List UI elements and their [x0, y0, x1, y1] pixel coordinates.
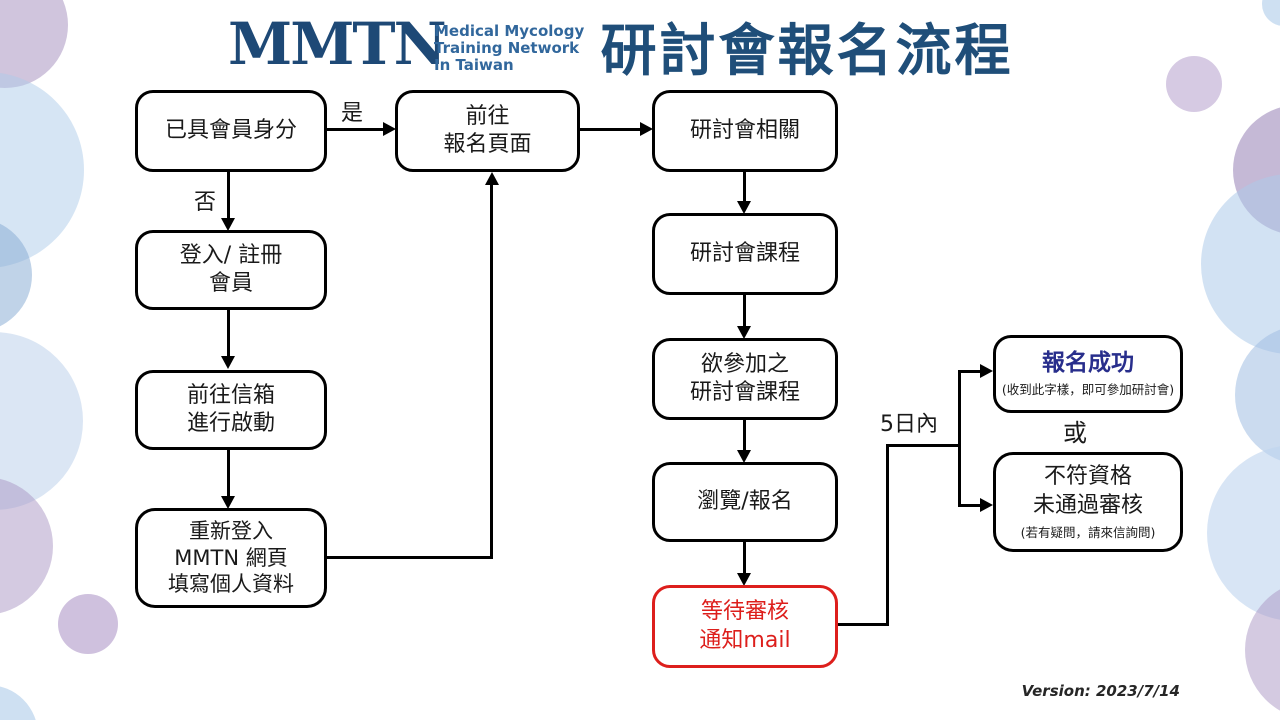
node-goto-mailbox: 前往信箱 進行啟動 — [135, 370, 327, 450]
node-label: 登入/ 註冊 會員 — [179, 242, 283, 296]
decorative-circle — [1235, 325, 1280, 465]
edge-mailbox-to-relogin — [227, 450, 230, 497]
node-label: 已具會員身分 — [164, 117, 297, 143]
decorative-circle — [1207, 445, 1280, 621]
node-label: 瀏覽/報名 — [697, 488, 793, 514]
node-label: 等待審核 通知mail — [699, 599, 791, 653]
node-label: 重新登入 MMTN 網頁 填寫個人資料 — [168, 518, 294, 597]
arrowhead-right — [980, 498, 993, 512]
edge-related-to-course — [743, 172, 746, 202]
node-success-note: (收到此字樣，即可參加研討會) — [1001, 382, 1175, 398]
node-success: 報名成功 (收到此字樣，即可參加研討會) — [993, 335, 1183, 413]
arrowhead-up — [485, 172, 499, 185]
edge-browse-to-wait — [743, 542, 746, 574]
edge-desired-to-browse — [743, 420, 746, 451]
arrowhead-down — [737, 573, 751, 586]
node-rejected: 不符資格 未通過審核 (若有疑問，請來信詢問) — [993, 452, 1183, 552]
edge-label-within-days: 5日內 — [880, 412, 938, 437]
arrowhead-down — [737, 201, 751, 214]
node-label: 前往信箱 進行啟動 — [186, 382, 275, 436]
mmtn-logo-subtitle: Medical Mycology Training Network In Tai… — [434, 22, 585, 74]
node-label: 研討會課程 — [689, 240, 800, 266]
arrowhead-down — [737, 450, 751, 463]
edge-relogin-to-registration-v — [490, 184, 493, 559]
edge-member-to-registration — [327, 128, 384, 131]
decorative-circle — [0, 332, 83, 510]
node-member-check: 已具會員身分 — [135, 90, 327, 172]
decorative-circle — [1233, 105, 1280, 235]
edge-wait-out-h — [838, 623, 889, 626]
edge-login-to-mailbox — [227, 310, 230, 357]
node-wait-review: 等待審核 通知mail — [652, 585, 838, 668]
decorative-circle — [0, 72, 84, 268]
decorative-circle — [0, 0, 68, 88]
arrowhead-down — [221, 356, 235, 369]
edge-label-or: 或 — [1063, 419, 1087, 447]
decorative-circle — [1166, 56, 1222, 112]
decorative-circle — [58, 594, 118, 654]
edge-to-rejected — [958, 504, 981, 507]
node-seminar-course: 研討會課程 — [652, 213, 838, 295]
node-browse-register: 瀏覽/報名 — [652, 462, 838, 542]
edge-label-no: 否 — [194, 190, 217, 215]
edge-member-to-login — [227, 172, 230, 219]
node-login-register: 登入/ 註冊 會員 — [135, 230, 327, 310]
arrowhead-down — [221, 496, 235, 509]
node-desired-course: 欲參加之 研討會課程 — [652, 338, 838, 420]
node-success-title: 報名成功 — [1042, 349, 1134, 376]
decorative-circle — [1262, 0, 1280, 26]
node-label: 研討會相關 — [689, 117, 800, 143]
edge-wait-up-v — [886, 445, 889, 626]
decorative-circle — [0, 218, 32, 332]
arrowhead-right — [640, 122, 653, 136]
decorative-circle — [1201, 174, 1280, 354]
edge-course-to-desired — [743, 295, 746, 327]
node-seminar-related: 研討會相關 — [652, 90, 838, 172]
node-rejected-note: (若有疑問，請來信詢問) — [1020, 524, 1156, 540]
edge-split-h — [886, 444, 961, 447]
node-goto-registration: 前往 報名頁面 — [395, 90, 580, 172]
arrowhead-right — [383, 122, 396, 136]
edge-to-success — [958, 370, 981, 373]
decorative-circle — [0, 685, 38, 720]
node-relogin: 重新登入 MMTN 網頁 填寫個人資料 — [135, 508, 327, 608]
page-title: 研討會報名流程 — [600, 19, 1014, 84]
edge-registration-to-related — [580, 128, 641, 131]
decorative-circle — [0, 477, 53, 615]
arrowhead-down — [221, 218, 235, 231]
version-label: Version: 2023/7/14 — [1021, 682, 1180, 700]
edge-split-v — [958, 370, 961, 507]
edge-relogin-to-registration-h — [327, 556, 493, 559]
node-label: 不符資格 未通過審核 — [1032, 464, 1143, 518]
decorative-circle — [1245, 580, 1280, 720]
arrowhead-right — [980, 364, 993, 378]
mmtn-logo: MMTN — [228, 10, 447, 78]
arrowhead-down — [737, 326, 751, 339]
node-label: 欲參加之 研討會課程 — [689, 351, 800, 405]
edge-label-yes: 是 — [341, 101, 364, 126]
node-label: 前往 報名頁面 — [443, 103, 532, 157]
